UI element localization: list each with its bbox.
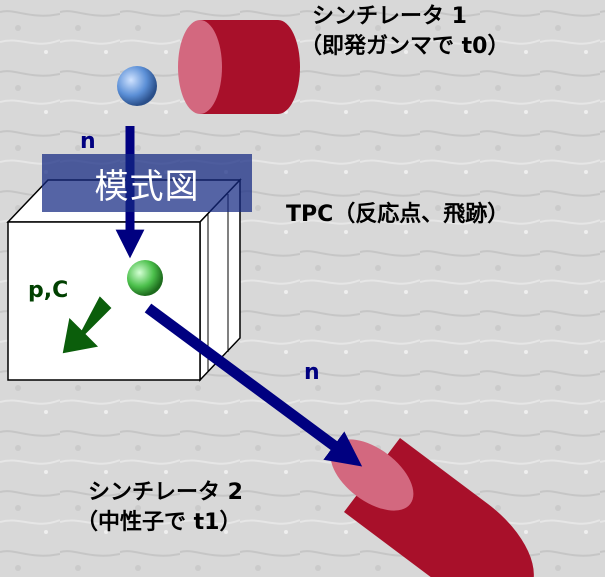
scintillator-1-sublabel: （即発ガンマで t0） — [300, 34, 510, 59]
scintillator-2-label: シンチレータ 2 — [88, 480, 243, 505]
scattered-neutron-arrow — [144, 303, 363, 467]
recoil-label: p,C — [28, 278, 69, 303]
scintillator-1 — [178, 20, 300, 114]
recoil-arrow — [62, 296, 112, 354]
incoming-neutron-label: n — [80, 129, 96, 154]
scintillator-1-label: シンチレータ 1 — [312, 4, 467, 29]
reaction-point-ball — [127, 260, 163, 296]
incoming-neutron-ball — [117, 66, 157, 106]
scintillator-2-sublabel: （中性子で t1） — [76, 510, 242, 535]
tpc-label: TPC（反応点、飛跡） — [286, 202, 510, 227]
scattered-neutron-label: n — [304, 360, 320, 385]
schematic-label: 模式図 — [42, 154, 252, 212]
